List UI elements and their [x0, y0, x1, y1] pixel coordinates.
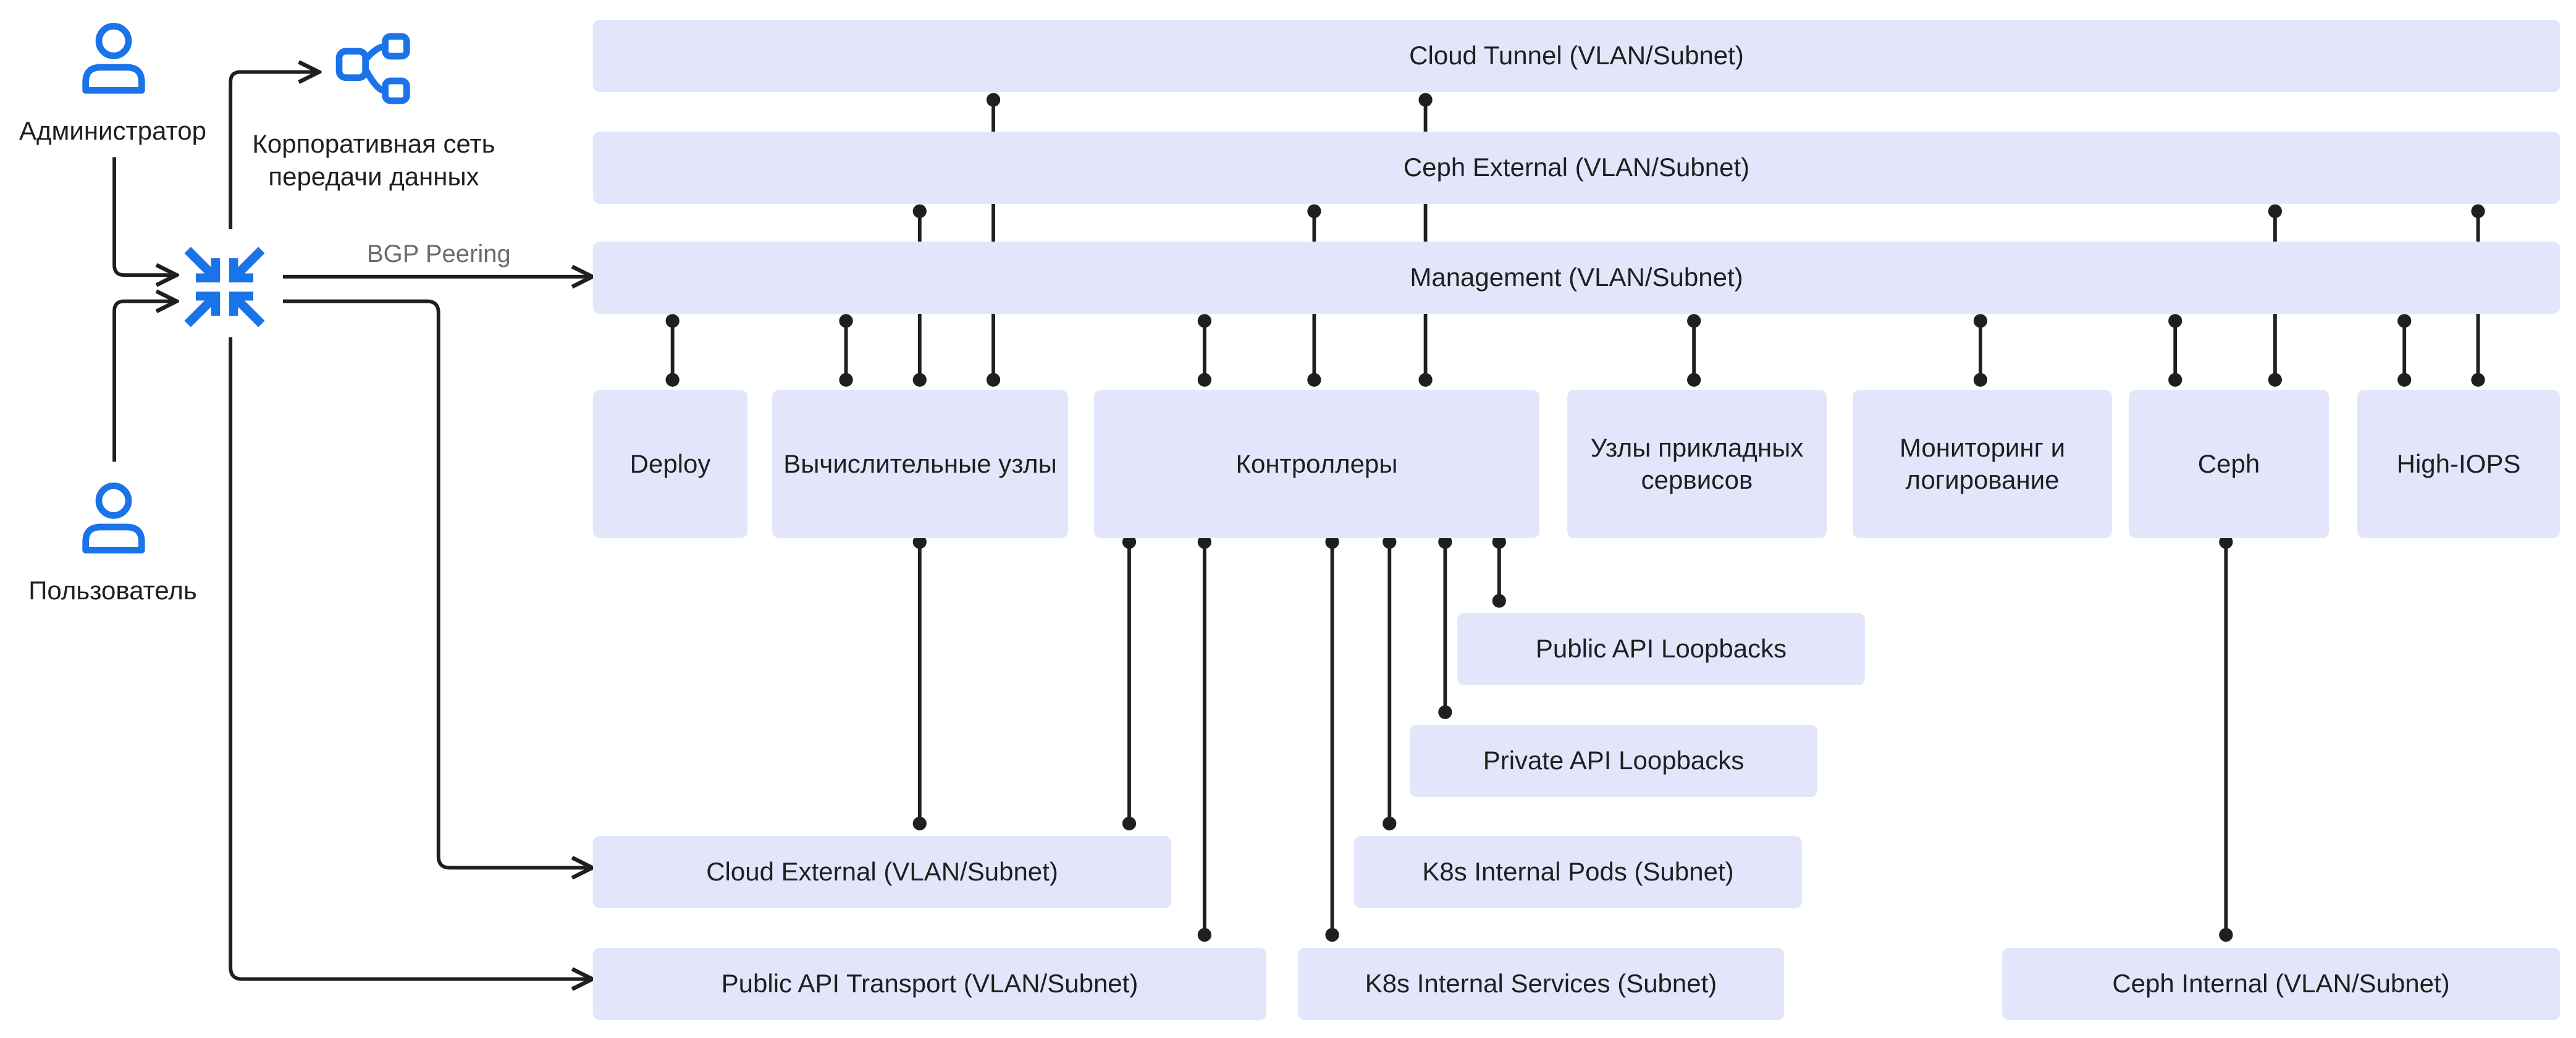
corporate-network-label: Корпоративная сеть передачи данных — [238, 128, 510, 193]
k8s-internal-pods-network: K8s Internal Pods (Subnet) — [1354, 836, 1802, 908]
monitoring-logging-nodes: Мониторинг и логирование — [1853, 390, 2112, 538]
user-to-router-line — [112, 302, 177, 462]
corporate-network-label-line2: передачи данных — [268, 161, 479, 191]
user-icon — [82, 483, 145, 554]
ceph-external-network: Ceph External (VLAN/Subnet) — [593, 132, 2560, 204]
bgp-peering-label: BGP Peering — [367, 240, 511, 268]
router-to-cloud-external-line — [282, 299, 592, 868]
administrator-label: Администратор — [19, 116, 207, 145]
user-label: Пользователь — [28, 576, 197, 605]
management-network: Management (VLAN/Subnet) — [593, 242, 2560, 314]
router-to-public-api-transport-line — [229, 337, 592, 979]
controllers-node: Контроллеры — [1094, 390, 1539, 538]
administrator-user-icon — [82, 23, 145, 94]
corporate-network-label-line1: Корпоративная сеть — [252, 129, 495, 158]
cloud-external-network: Cloud External (VLAN/Subnet) — [593, 836, 1171, 908]
private-api-loopbacks-network: Private API Loopbacks — [1410, 725, 1817, 797]
corporate-network-icon — [335, 33, 410, 104]
router-to-corp-line — [229, 72, 319, 229]
k8s-internal-services-network: K8s Internal Services (Subnet) — [1298, 948, 1784, 1020]
app-service-nodes: Узлы прикладных сервисов — [1567, 390, 1827, 538]
ceph-internal-network: Ceph Internal (VLAN/Subnet) — [2002, 948, 2560, 1020]
router-icon — [184, 247, 265, 327]
admin-to-router-line — [112, 157, 177, 275]
compute-nodes: Вычислительные узлы — [772, 390, 1068, 538]
public-api-transport-network: Public API Transport (VLAN/Subnet) — [593, 948, 1266, 1020]
high-iops-nodes: High-IOPS — [2357, 390, 2560, 538]
cloud-tunnel-network: Cloud Tunnel (VLAN/Subnet) — [593, 20, 2560, 92]
deploy-node: Deploy — [593, 390, 747, 538]
connection-dots — [665, 93, 2485, 942]
ceph-nodes: Ceph — [2129, 390, 2329, 538]
public-api-loopbacks-network: Public API Loopbacks — [1457, 613, 1865, 685]
